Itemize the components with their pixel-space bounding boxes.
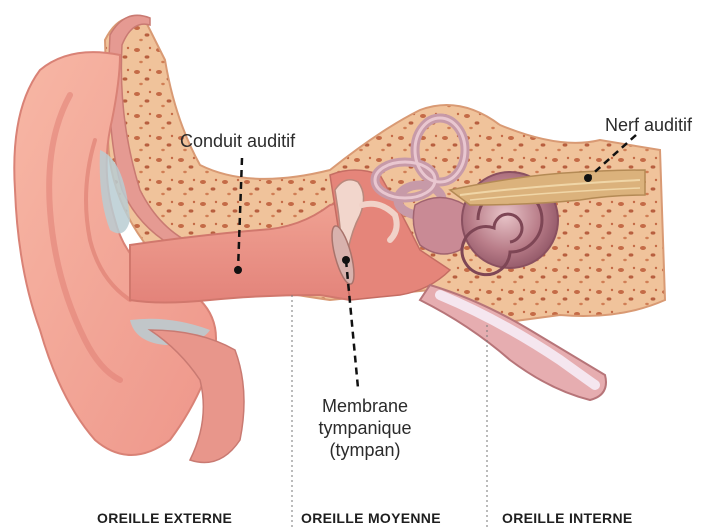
section-oreille-moyenne: OREILLE MOYENNE <box>301 510 441 526</box>
section-oreille-externe: OREILLE EXTERNE <box>97 510 232 526</box>
membrane-line-1: Membrane <box>300 395 430 417</box>
section-oreille-interne: OREILLE INTERNE <box>502 510 633 526</box>
label-membrane-tympanique: Membrane tympanique (tympan) <box>300 395 430 461</box>
pointer-dot-conduit <box>234 266 242 274</box>
vestibule <box>413 198 469 255</box>
label-conduit-auditif: Conduit auditif <box>180 130 295 152</box>
membrane-line-2: tympanique <box>300 417 430 439</box>
pointer-dot-membrane <box>342 256 350 264</box>
membrane-line-3: (tympan) <box>300 439 430 461</box>
pointer-dot-nerf <box>584 174 592 182</box>
label-nerf-auditif: Nerf auditif <box>605 114 692 136</box>
